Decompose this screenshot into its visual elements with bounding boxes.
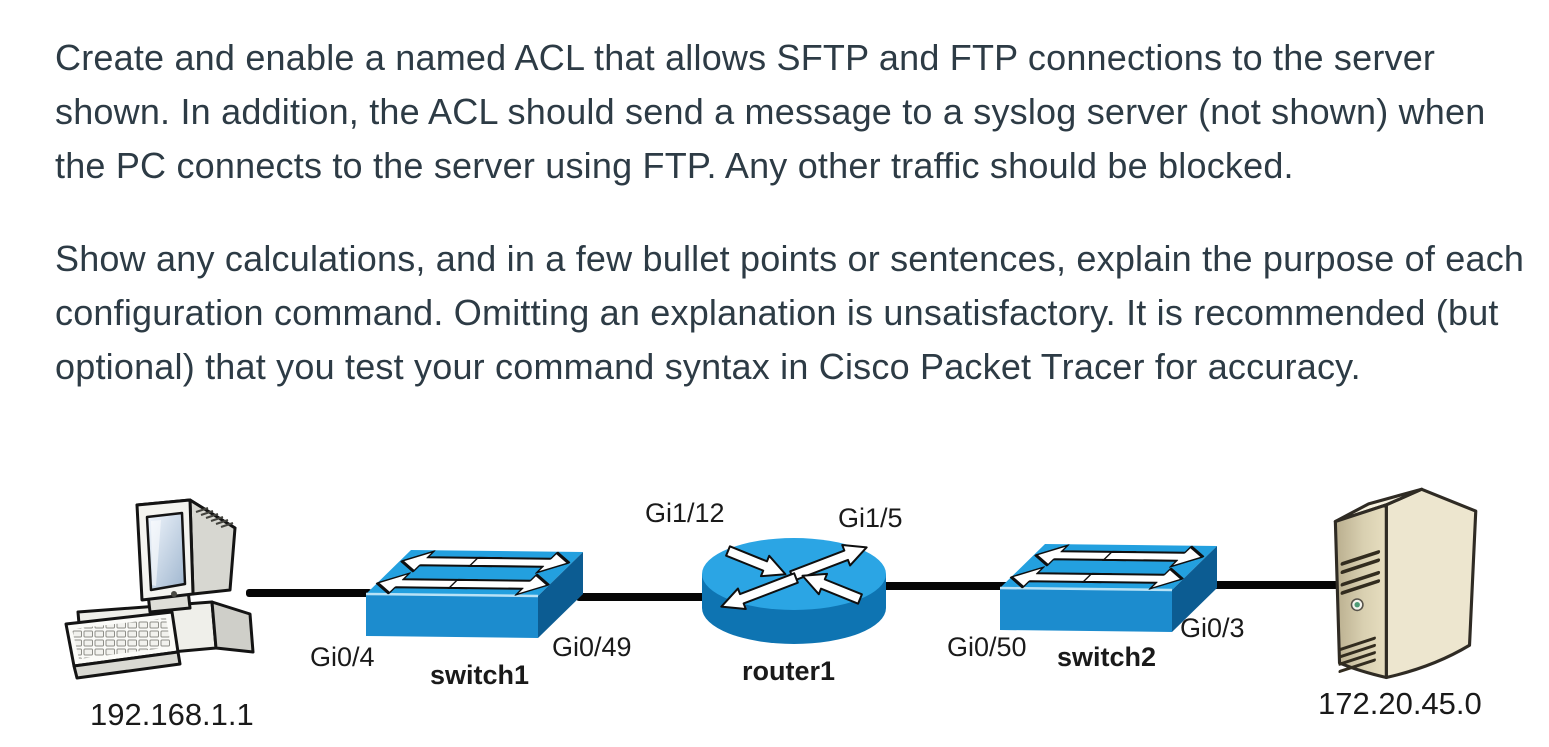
pc-ip-label: 192.168.1.1 bbox=[90, 697, 254, 732]
device-label-switch1: switch1 bbox=[430, 660, 530, 690]
server-ip-label: 172.20.45.0 bbox=[1318, 686, 1482, 721]
device-label-router1: router1 bbox=[742, 656, 836, 686]
port-label-router1-left: Gi1/12 bbox=[645, 498, 725, 528]
port-label-switch2-right: Gi0/3 bbox=[1180, 613, 1245, 643]
port-label-switch1-left: Gi0/4 bbox=[310, 642, 375, 672]
device-label-switch2: switch2 bbox=[1057, 642, 1157, 672]
cable-router1-switch2 bbox=[878, 582, 1014, 590]
server-tower-icon bbox=[1333, 487, 1478, 680]
port-label-switch2-left: Gi0/50 bbox=[947, 632, 1027, 662]
network-diagram: Gi0/4 switch1 Gi0/49 Gi1/12 Gi1/5 router… bbox=[0, 470, 1549, 747]
question-paragraph-1: Create and enable a named ACL that allow… bbox=[55, 37, 1486, 186]
port-label-router1-right: Gi1/5 bbox=[838, 503, 903, 533]
cisco-router1-icon bbox=[702, 538, 886, 644]
cisco-switch1-icon bbox=[366, 534, 586, 638]
question-paragraph-2: Show any calculations, and in a few bull… bbox=[55, 238, 1525, 387]
port-label-switch1-right: Gi0/49 bbox=[552, 632, 632, 662]
cable-switch2-server bbox=[1212, 581, 1346, 589]
desktop-pc-icon bbox=[64, 498, 255, 680]
cable-pc-switch1 bbox=[246, 589, 372, 597]
cable-switch1-router1 bbox=[576, 593, 712, 601]
